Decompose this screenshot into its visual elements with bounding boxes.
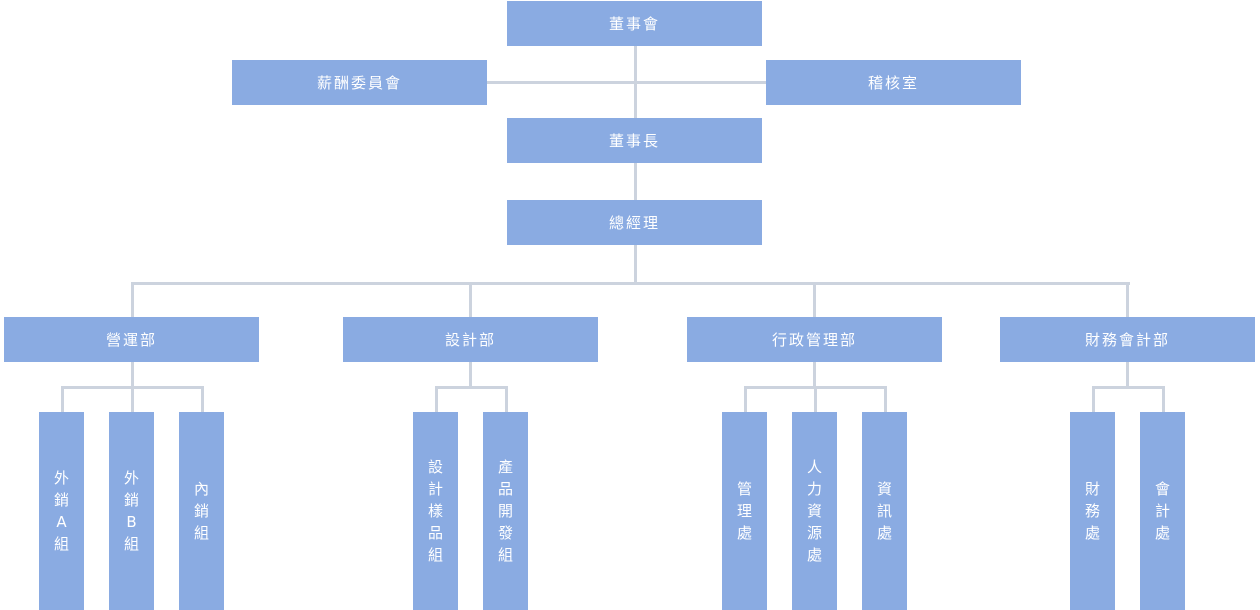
unit-label-char: 外 — [123, 469, 139, 487]
unit-box: 資訊處 — [862, 412, 907, 610]
unit-box: 財務處 — [1070, 412, 1115, 610]
unit-label-char: B — [126, 513, 137, 531]
connector-line — [130, 386, 134, 412]
unit-label-char: 品 — [427, 524, 443, 542]
unit-label-char: 品 — [497, 480, 513, 498]
unit-box: 人力資源處 — [792, 412, 837, 610]
connector-line — [469, 283, 472, 317]
unit-label-char: 源 — [806, 524, 822, 542]
unit-label-char: 計 — [427, 480, 443, 498]
connector-line — [634, 162, 637, 200]
unit-label-char: 銷 — [123, 491, 139, 509]
unit-label-char: 處 — [1084, 524, 1100, 542]
unit-label-char: 開 — [497, 502, 513, 520]
unit-box: 產品開發組 — [483, 412, 528, 610]
chairman-box: 董事長 — [507, 118, 762, 163]
unit-label-char: 發 — [497, 524, 513, 542]
connector-line — [469, 362, 472, 386]
unit-label-char: 資 — [806, 502, 822, 520]
unit-label-char: 組 — [193, 524, 209, 542]
connector-line — [883, 386, 887, 412]
unit-label-char: 樣 — [427, 502, 443, 520]
unit-box: 設計樣品組 — [413, 412, 458, 610]
unit-label-char: 計 — [1154, 502, 1170, 520]
connector-line — [1126, 362, 1129, 386]
unit-label-char: 處 — [736, 524, 752, 542]
unit-label-char: 設 — [427, 458, 443, 476]
general-manager-box: 總經理 — [507, 200, 762, 245]
unit-label-char: 資 — [876, 480, 892, 498]
unit-label-char: 處 — [876, 524, 892, 542]
unit-label-char: 銷 — [53, 491, 69, 509]
department-box: 財務會計部 — [1000, 317, 1255, 362]
unit-box: 內銷組 — [179, 412, 224, 610]
unit-label-char: 組 — [427, 546, 443, 564]
unit-box: 管理處 — [722, 412, 767, 610]
department-box: 營運部 — [4, 317, 259, 362]
unit-box: 會計處 — [1140, 412, 1185, 610]
unit-label-char: 組 — [497, 546, 513, 564]
connector-line — [434, 386, 438, 412]
connector-line — [743, 386, 747, 412]
connector-line — [60, 386, 64, 412]
connector-line — [487, 81, 766, 84]
unit-label-char: 處 — [1154, 524, 1170, 542]
board-box: 董事會 — [507, 1, 762, 46]
unit-label-char: 處 — [806, 546, 822, 564]
connector-line — [1126, 283, 1129, 317]
connector-line — [434, 386, 508, 389]
unit-label-char: 理 — [736, 502, 752, 520]
connector-line — [1091, 386, 1095, 412]
connector-line — [634, 244, 637, 284]
department-box: 行政管理部 — [687, 317, 942, 362]
connector-line — [1161, 386, 1165, 412]
connector-line — [504, 386, 508, 412]
connector-line — [131, 282, 1130, 285]
connector-line — [813, 283, 816, 317]
unit-label-char: 組 — [123, 535, 139, 553]
unit-label-char: 組 — [53, 535, 69, 553]
remuneration-committee-box: 薪酬委員會 — [232, 60, 487, 105]
unit-label-char: 人 — [806, 458, 822, 476]
department-box: 設計部 — [343, 317, 598, 362]
audit-office-box: 稽核室 — [766, 60, 1021, 105]
connector-line — [200, 386, 204, 412]
unit-label-char: 力 — [806, 480, 822, 498]
connector-line — [813, 362, 816, 386]
connector-line — [813, 386, 817, 412]
unit-label-char: 外 — [53, 469, 69, 487]
unit-label-char: 管 — [736, 480, 752, 498]
connector-line — [131, 283, 134, 317]
unit-label-char: 產 — [497, 458, 513, 476]
unit-label-char: 銷 — [193, 502, 209, 520]
unit-label-char: 會 — [1154, 480, 1170, 498]
unit-label-char: 務 — [1084, 502, 1100, 520]
connector-line — [131, 362, 134, 386]
unit-label-char: 財 — [1084, 480, 1100, 498]
connector-line — [1091, 386, 1165, 389]
unit-label-char: 內 — [193, 480, 209, 498]
unit-label-char: 訊 — [876, 502, 892, 520]
unit-label-char: A — [56, 513, 67, 531]
